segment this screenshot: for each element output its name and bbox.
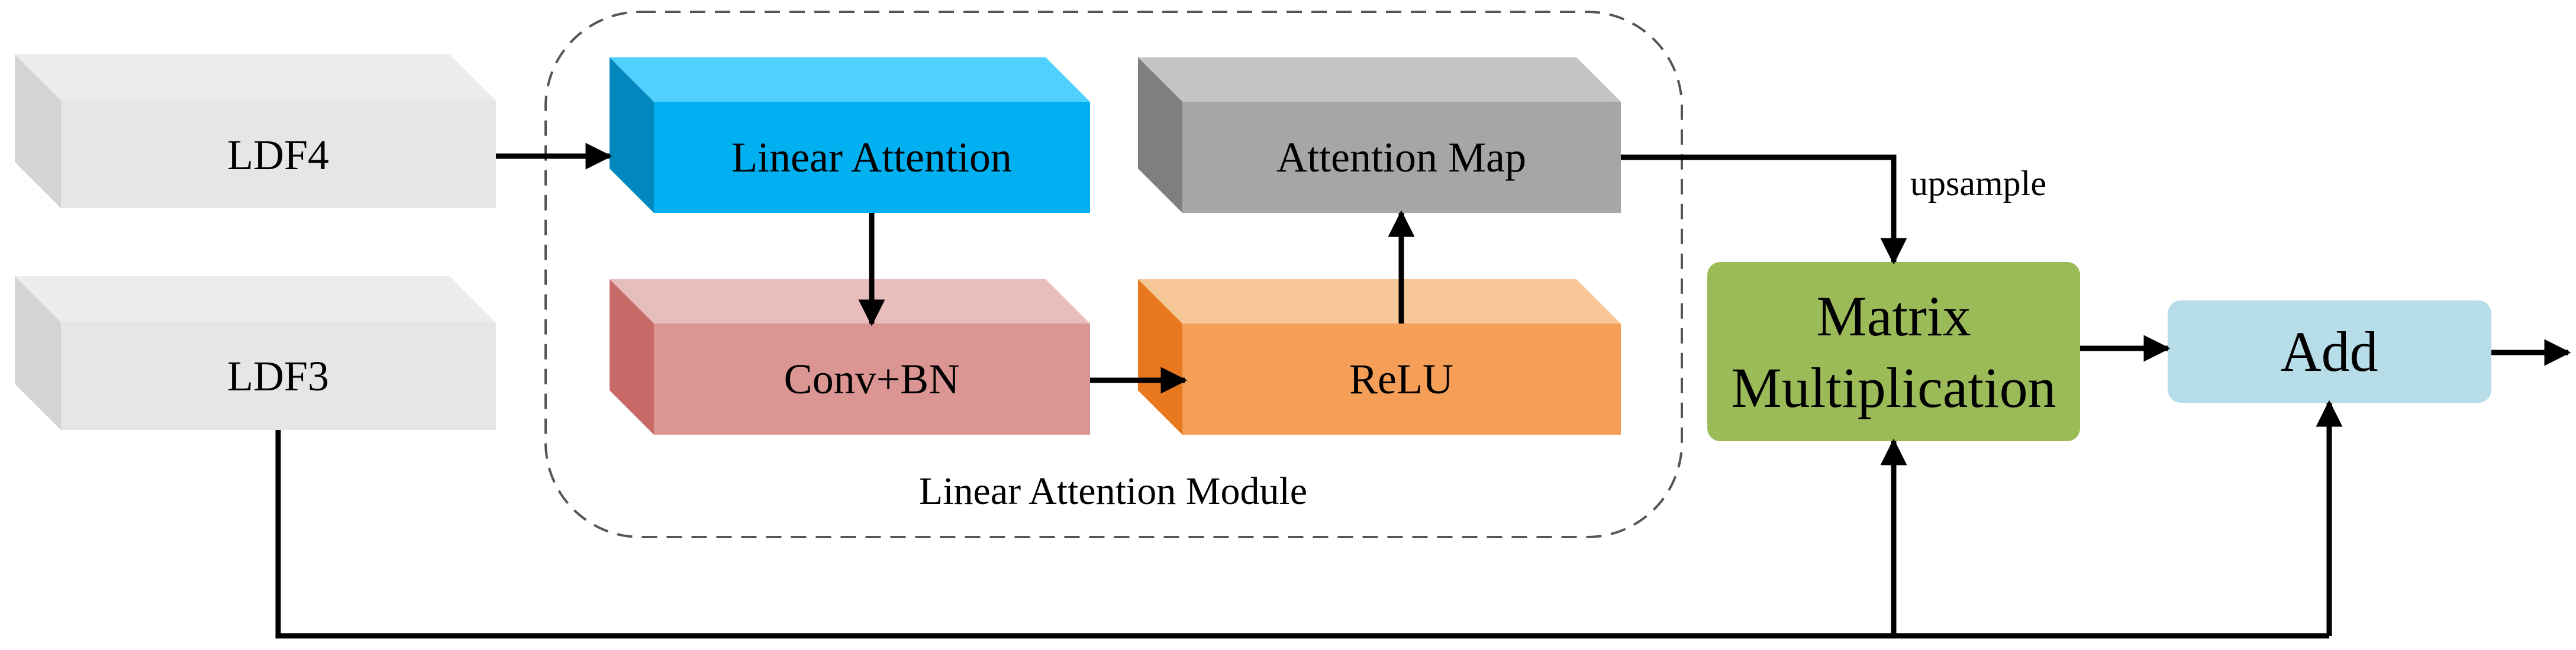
matrix-multiplication-box	[1707, 262, 2080, 441]
add-label: Add	[2280, 320, 2378, 383]
matrix-multiplication-block: Matrix Multiplication	[1707, 262, 2080, 441]
ldf3-front-face	[61, 322, 496, 430]
ldf4-label: LDF4	[227, 131, 329, 179]
ldf4-front-face	[61, 101, 496, 208]
relu-side-face	[1138, 279, 1182, 435]
module-label: Linear Attention Module	[919, 470, 1307, 513]
conv-bn-block: Conv+BN	[610, 279, 1090, 435]
arrow-attention-map-to-matrix-multiplication	[1621, 154, 1907, 265]
relu-front-face	[1182, 324, 1621, 435]
conv-bn-side-face	[610, 279, 654, 435]
relu-block: ReLU	[1138, 279, 1621, 435]
linear-attention-side-face	[610, 57, 654, 213]
ldf4-block: LDF4	[15, 54, 496, 208]
conv-bn-top-face	[610, 279, 1090, 324]
upsample-label: upsample	[1910, 164, 2046, 203]
attention-map-side-face	[1138, 57, 1182, 213]
ldf4-side-face	[15, 54, 61, 208]
relu-label: ReLU	[1349, 355, 1453, 403]
conv-bn-label: Conv+BN	[784, 355, 960, 403]
attention-map-top-face	[1138, 57, 1621, 102]
line-ldf3-bottom-skip	[275, 430, 2329, 639]
ldf3-top-face	[15, 276, 496, 322]
attention-map-block: Attention Map	[1138, 57, 1621, 213]
linear-attention-top-face	[610, 57, 1090, 102]
linear-attention-block: Linear Attention	[610, 57, 1090, 213]
linear-attention-label: Linear Attention	[731, 134, 1012, 181]
relu-top-face	[1138, 279, 1621, 324]
attention-map-front-face	[1182, 102, 1621, 213]
add-block: Add	[2168, 300, 2491, 403]
module-boundary	[544, 11, 1683, 538]
ldf3-label: LDF3	[227, 353, 329, 400]
attention-map-label: Attention Map	[1276, 134, 1526, 181]
conv-bn-front-face	[654, 324, 1090, 435]
matrix-multiplication-line1: Matrix	[1816, 284, 1971, 348]
linear-attention-front-face	[654, 102, 1090, 213]
ldf3-side-face	[15, 276, 61, 430]
ldf4-top-face	[15, 54, 496, 101]
ldf3-block: LDF3	[15, 276, 496, 430]
matrix-multiplication-line2: Multiplication	[1731, 356, 2056, 419]
add-box	[2168, 300, 2491, 403]
